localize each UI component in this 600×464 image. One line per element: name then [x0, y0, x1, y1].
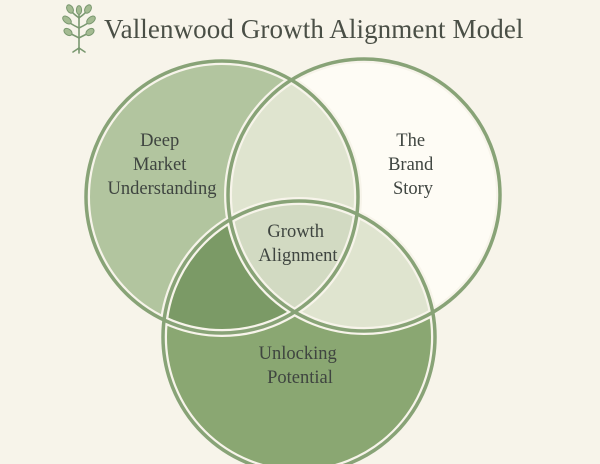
- page-title: Vallenwood Growth Alignment Model: [104, 13, 524, 44]
- label-brand-story: The Brand Story: [388, 131, 438, 199]
- label-growth-alignment: Growth Alignment: [258, 222, 338, 266]
- overlap-market-potential: [163, 201, 358, 333]
- header: Vallenwood Growth Alignment Model: [62, 4, 524, 54]
- sprout-icon: [62, 4, 96, 54]
- outline-market: [84, 59, 360, 335]
- outline-brand: [226, 57, 502, 333]
- label-unlocking-potential: Unlocking Potential: [259, 344, 342, 388]
- label-deep-market-understanding: Deep Market Understanding: [108, 131, 217, 199]
- outline-potential: [161, 199, 437, 464]
